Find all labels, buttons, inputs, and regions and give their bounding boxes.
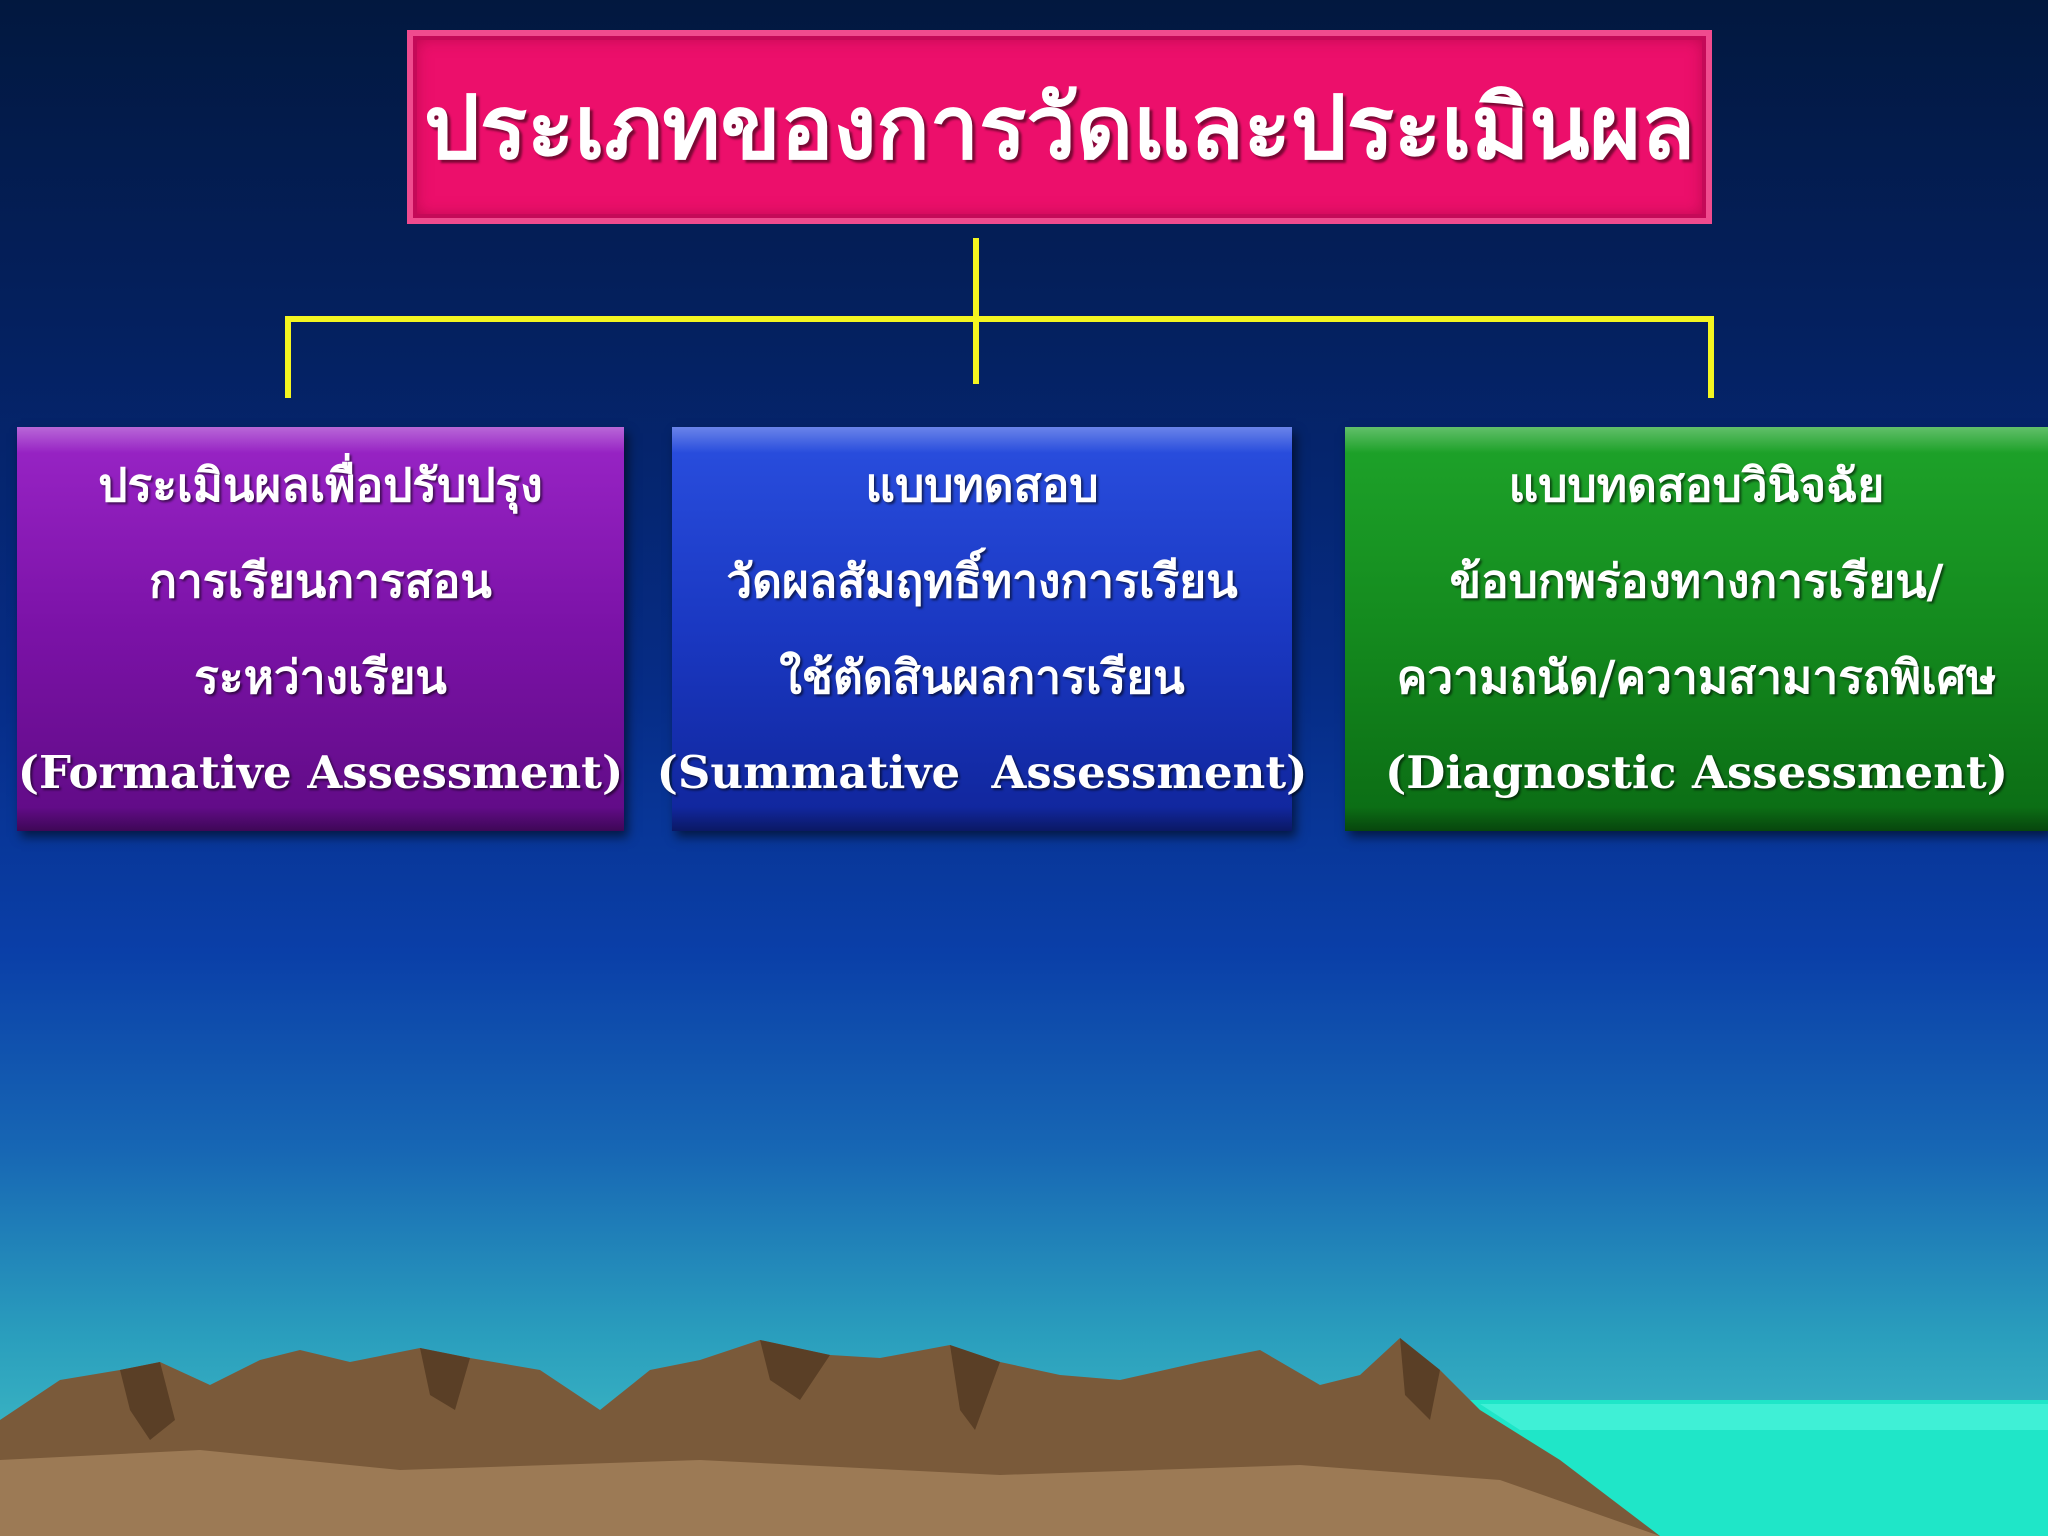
mountain-shadow <box>760 1340 830 1400</box>
box-text-line: ใช้ตัดสินผลการเรียน <box>779 650 1185 704</box>
box-text-line: ข้อบกพร่องทางการเรียน/ <box>1449 554 1944 608</box>
summative-assessment-box: แบบทดสอบ วัดผลสัมฤทธิ์ทางการเรียน ใช้ตัด… <box>657 427 1307 831</box>
connector-left-drop <box>285 316 291 398</box>
box-text-line: แบบทดสอบ <box>865 458 1099 512</box>
diagnostic-assessment-box: แบบทดสอบวินิจฉัย ข้อบกพร่องทางการเรียน/ … <box>1345 427 2048 831</box>
box-text-line: การเรียนการสอน <box>149 554 492 608</box>
box-english-label: (Formative Assessment) <box>17 746 624 799</box>
box-text-line: แบบทดสอบวินิจฉัย <box>1508 458 1885 512</box>
mountain-shadow <box>420 1348 470 1410</box>
box-text-line: ประเมินผลเพื่อปรับปรุง <box>98 458 543 512</box>
title-box: ประเภทของการวัดและประเมินผล <box>407 30 1712 224</box>
mountain-shadow <box>950 1345 1000 1430</box>
box-english-label: (Diagnostic Assessment) <box>1385 746 2008 799</box>
box-english-label: (Summative Assessment) <box>656 746 1308 799</box>
sea-highlight <box>1480 1404 2048 1430</box>
box-text-line: วัดผลสัมฤทธิ์ทางการเรียน <box>726 554 1238 608</box>
connector-horizontal <box>285 316 1714 322</box>
mountain-scenery <box>0 1338 2048 1536</box>
formative-assessment-box: ประเมินผลเพื่อปรับปรุง การเรียนการสอน ระ… <box>17 427 624 831</box>
connector-stem <box>973 238 979 384</box>
sea-shore <box>1430 1400 2048 1536</box>
connector-right-drop <box>1708 316 1714 398</box>
box-text-line: ระหว่างเรียน <box>194 650 447 704</box>
mountain-highlight <box>0 1450 1660 1536</box>
mountain-shadow <box>1400 1338 1440 1420</box>
diagram-title: ประเภทของการวัดและประเมินผล <box>423 75 1695 179</box>
box-text-line: ความถนัด/ความสามารถพิเศษ <box>1396 650 1997 704</box>
mountain-shadow <box>120 1362 175 1440</box>
